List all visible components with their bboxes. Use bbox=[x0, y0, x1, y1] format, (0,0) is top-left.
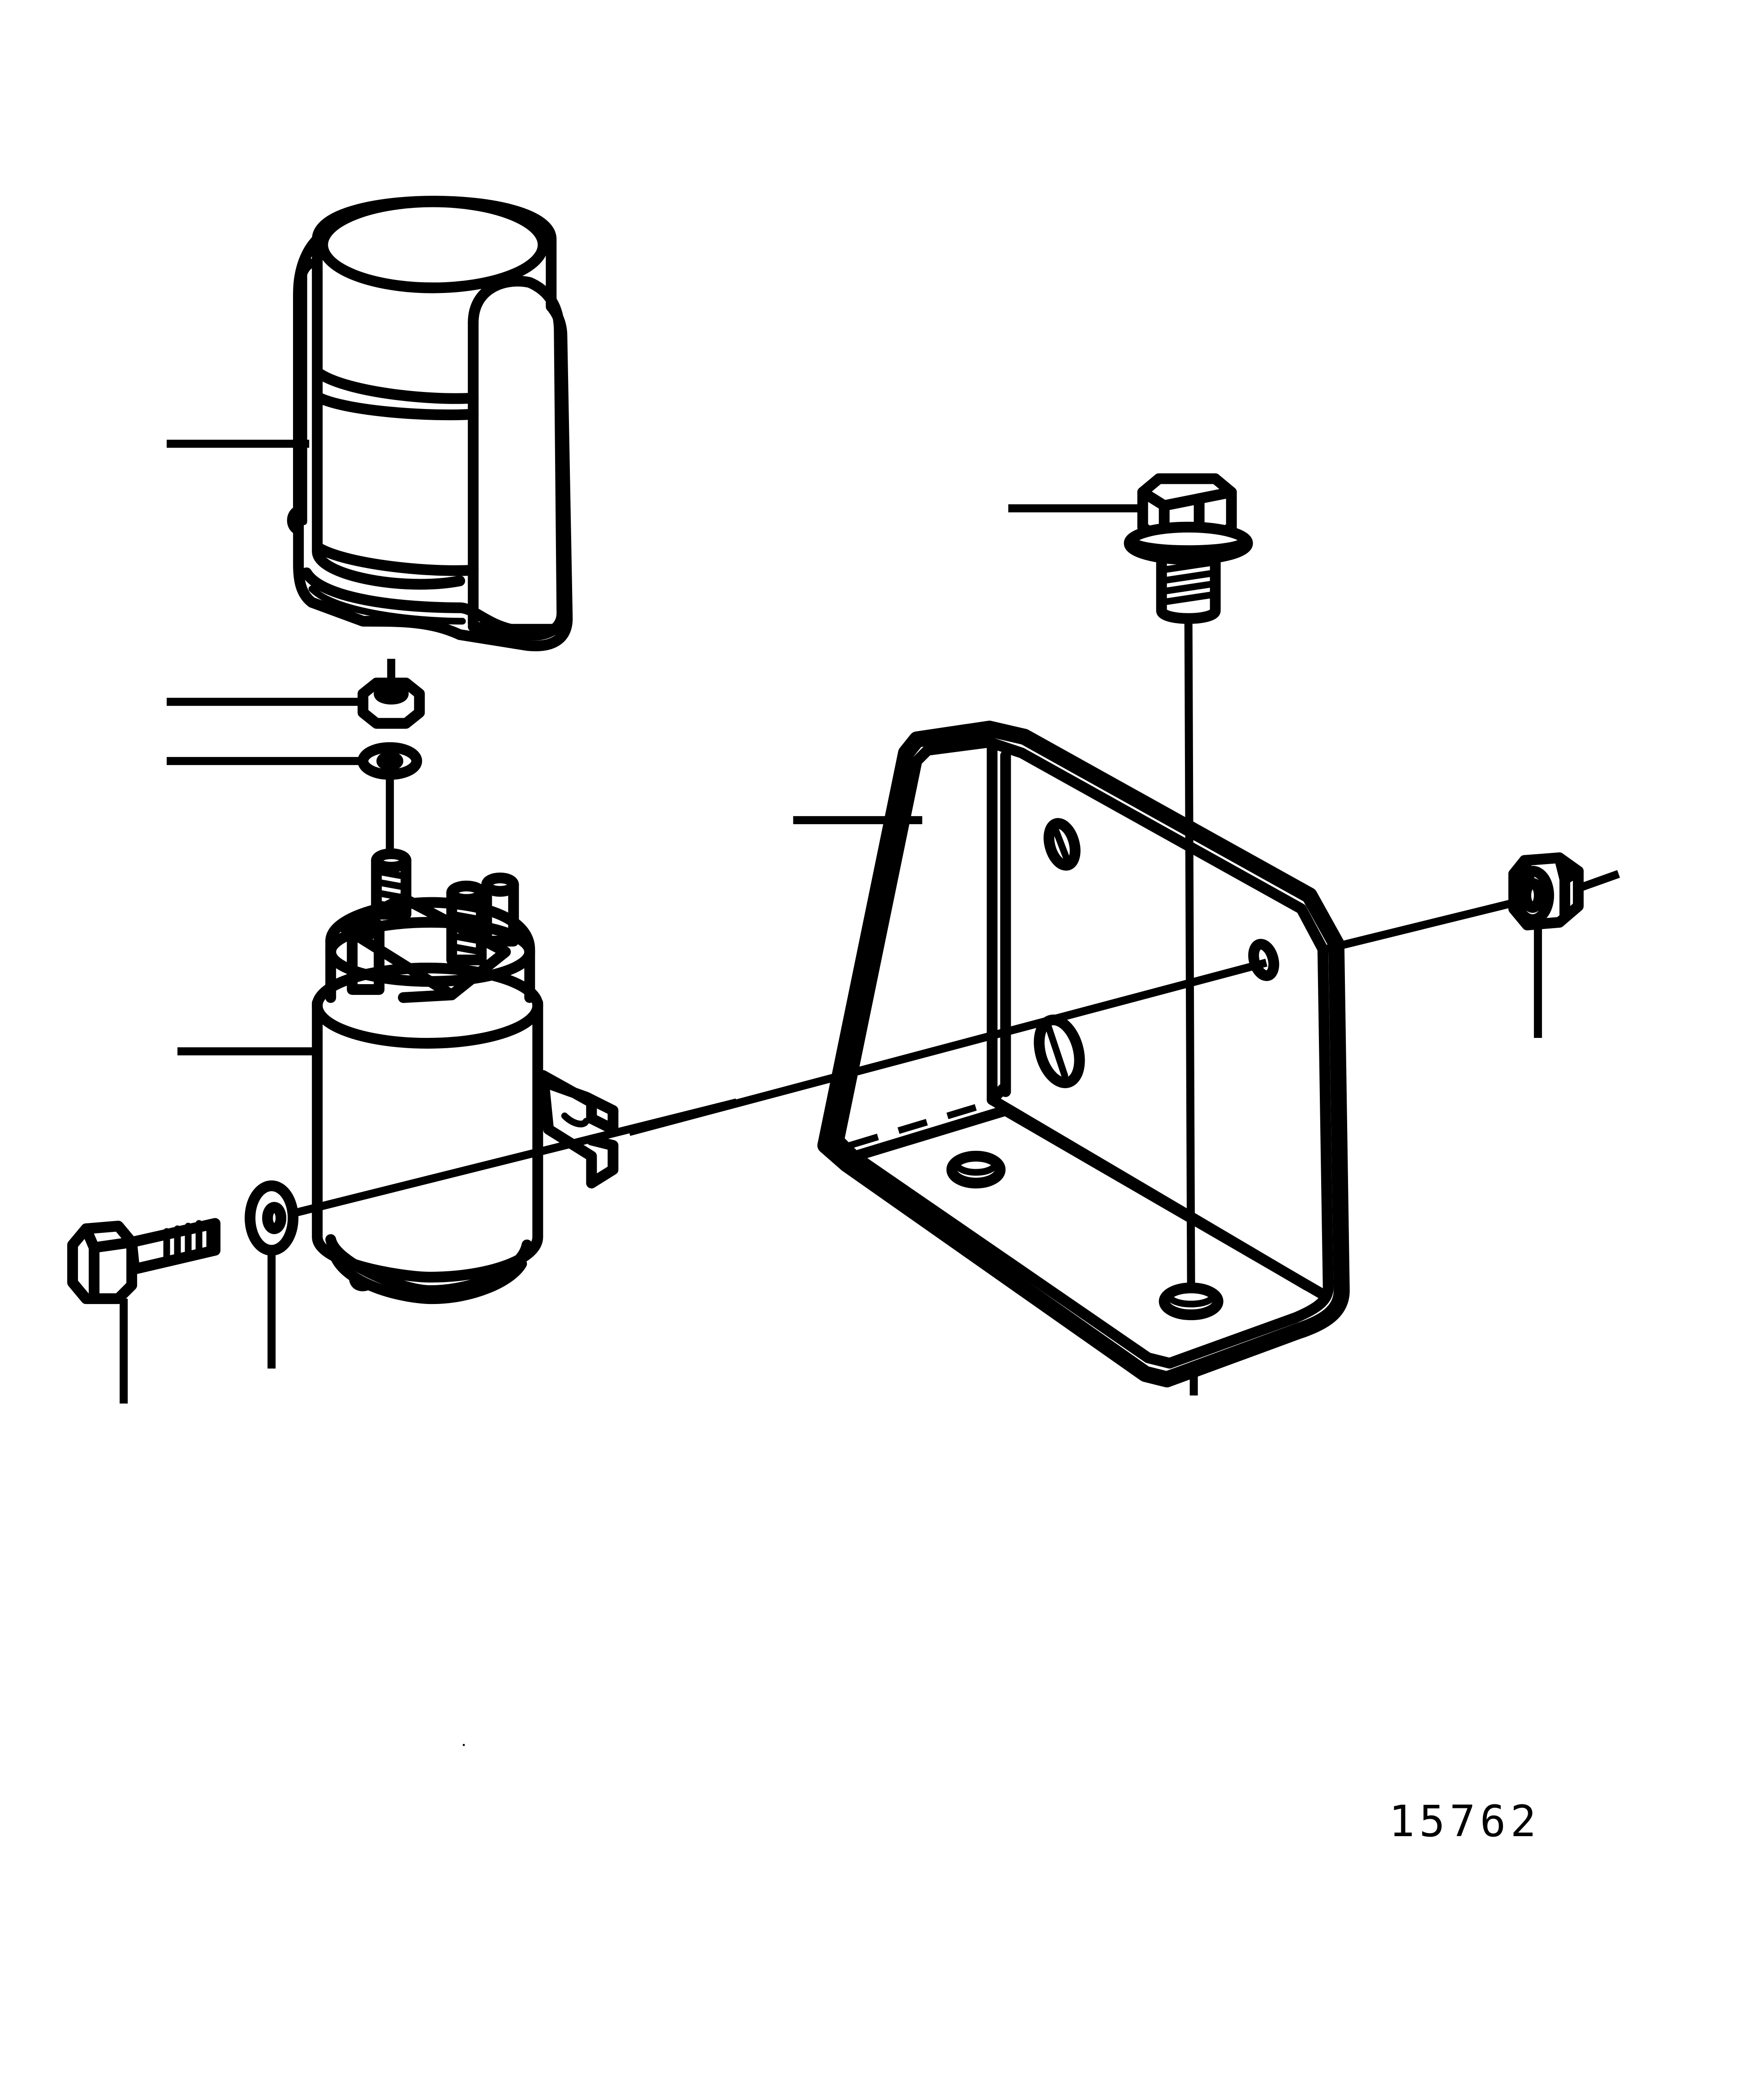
flat-washer bbox=[245, 1180, 299, 1256]
terminal-washer bbox=[358, 742, 422, 780]
hex-bolt bbox=[67, 1218, 221, 1304]
solenoid-relay bbox=[312, 848, 619, 1304]
flange-bolt bbox=[1124, 473, 1253, 624]
figure-number: 15762 bbox=[1389, 1796, 1541, 1846]
lock-nut bbox=[1508, 852, 1584, 930]
mounting-bracket bbox=[817, 720, 1350, 1388]
terminal-nut bbox=[358, 677, 425, 729]
cover-cap bbox=[287, 196, 573, 651]
